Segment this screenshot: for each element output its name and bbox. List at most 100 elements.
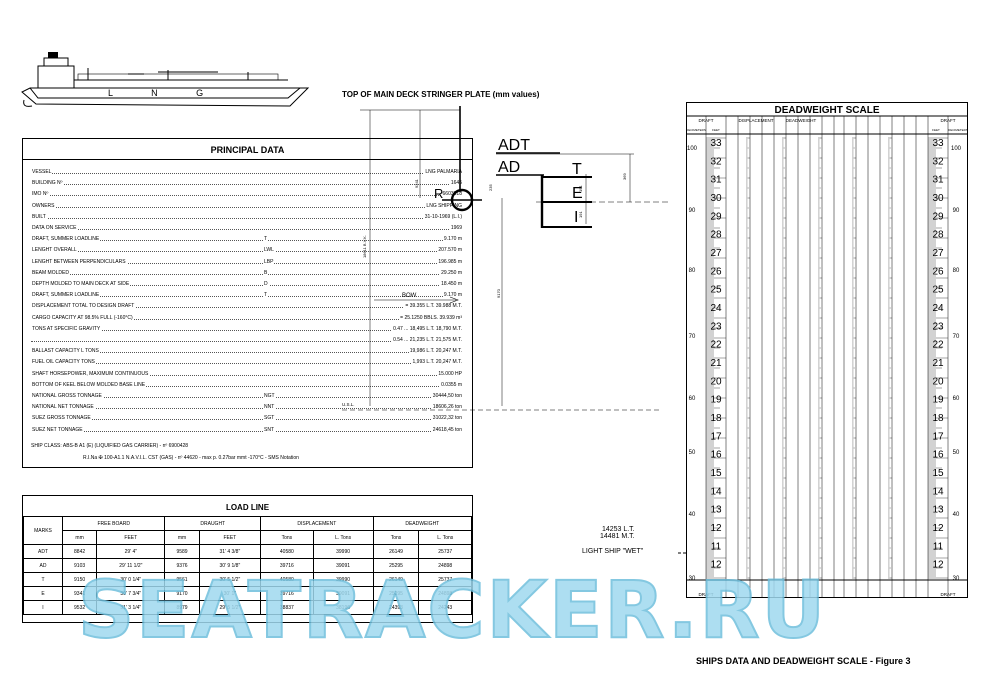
decimeter-label: 30 [953, 576, 960, 582]
value-cell: 31' 4 3/8" [198, 544, 262, 559]
light-ship-mt: 14481 M.T. [600, 533, 635, 540]
load-line-box: LOAD LINE MARKS FREE BOARD DRAUGHT DISPL… [22, 495, 473, 623]
dot-leader [31, 408, 463, 410]
row-label: DATA ON SERVICE [31, 223, 78, 233]
value-cell: 9532 [61, 600, 98, 615]
principal-row: BUILDING Nº 1645 [31, 178, 463, 189]
principal-data-title: PRINCIPAL DATA [210, 145, 285, 155]
row-value: 196.985 m [437, 256, 463, 267]
feet-label: 30 [932, 193, 944, 204]
load-line-title: LOAD LINE [225, 503, 270, 512]
row-symbol: SGT [263, 413, 276, 424]
row-value: 6603618 [441, 189, 463, 200]
row-label: SUEZ NET TONNAGE [31, 424, 84, 435]
row-symbol: LWL [263, 245, 275, 256]
value-cell: 25737 [418, 544, 472, 559]
dot-leader [31, 273, 463, 275]
ship-profile-drawing: L N G [21, 52, 310, 107]
row-value: 15.000 HP [437, 368, 463, 379]
col-subheader: FEET [932, 128, 940, 132]
value-cell: 38837 [260, 600, 314, 615]
feet-label: 14 [932, 486, 944, 497]
dim-label: 235 [488, 184, 493, 191]
feet-label: 20 [710, 376, 722, 387]
value-cell: 9589 [164, 544, 200, 559]
row-label: TONS AT SPECIFIC GRAVITY [31, 323, 102, 334]
row-label: BUILDING Nº [31, 178, 64, 189]
row-label: VESSEL [31, 167, 53, 177]
mark-t: T [572, 161, 582, 178]
feet-label: 28 [932, 230, 944, 241]
row-value: 0.54 ... 21,235 L.T. 21,575 M.T. [392, 335, 463, 345]
dot-leader [31, 240, 463, 242]
row-symbol: T [263, 234, 269, 245]
dot-leader [31, 251, 463, 253]
row-label: BOTTOM OF KEEL BELOW MOLDED BASE LINE [31, 379, 147, 390]
group-header: FREE BOARD [61, 516, 166, 531]
dim-label: 191 [578, 185, 583, 192]
mark-r: R [434, 186, 443, 201]
dot-leader [31, 430, 463, 432]
feet-label: 12 [932, 523, 944, 534]
mark-e: E [572, 185, 583, 202]
dot-leader [31, 385, 463, 387]
feet-label: 29 [932, 211, 944, 222]
dot-leader [31, 195, 463, 197]
group-header: DEADWEIGHT [372, 516, 473, 531]
col-subheader: DECIMETERS [948, 128, 968, 132]
dot-leader [31, 206, 463, 208]
row-label: DRAFT, SUMMER LOADLINE [31, 234, 101, 245]
mark-cell: AD [23, 558, 63, 573]
row-value: 9.170 m [442, 234, 463, 245]
feet-label: 24 [710, 303, 722, 314]
decimeter-label: 50 [689, 450, 696, 456]
dot-leader [31, 307, 463, 309]
feet-label: 27 [710, 248, 722, 259]
row-symbol: D [263, 279, 269, 289]
row-value: 1645 [449, 178, 463, 189]
value-cell: 29' 4" [96, 544, 166, 559]
row-label: BALLAST CAPACITY L TONS [31, 346, 100, 357]
row-label: BEAM MOLDED [31, 267, 70, 278]
row-label: LENGHT OVERALL [31, 245, 78, 256]
feet-label: 12 [932, 560, 944, 571]
dim-label: 18611 B.V.K. [362, 235, 367, 258]
row-symbol: T [263, 290, 269, 301]
feet-label: 31 [710, 175, 722, 186]
principal-row: CARGO CAPACITY AT 98.5% FULL (-160°C)= 2… [31, 312, 463, 323]
feet-label: 23 [710, 321, 722, 332]
feet-label: 31 [932, 175, 944, 186]
feet-label: 15 [710, 468, 722, 479]
watermark-text: SEATRACKER.RU [77, 565, 827, 657]
dim-label: 191 [578, 211, 583, 218]
usl-label: U.S.L. [342, 402, 355, 407]
dot-leader [31, 285, 463, 286]
decimeter-label: 100 [687, 146, 698, 152]
feet-label: 18 [932, 413, 944, 424]
col-subheader: DECIMETERS [686, 128, 706, 132]
rina-notation: R.I.Na ✠ 100-A1.1 N.A.V.I.L. CST (GAS) -… [83, 455, 299, 461]
mark-adt: ADT [498, 137, 530, 154]
row-symbol: NNT [263, 402, 276, 413]
row-label: DISPLACEMENT TOTAL TO DESIGN DRAFT [31, 301, 136, 312]
mark-cell: E [23, 586, 63, 601]
row-value: 1,993 L.T. 20,247 M.T. [411, 357, 463, 368]
row-label: IMO Nº [31, 189, 50, 200]
ship-class: SHIP CLASS: ABS-B A1 (E) (LIQUIFIED GAS … [31, 443, 189, 449]
value-cell: 24243 [418, 600, 472, 615]
feet-label: 12 [710, 523, 722, 534]
decimeter-label: 80 [953, 268, 960, 274]
bow-label: BOW [402, 293, 417, 299]
row-label: BUILT [31, 211, 47, 222]
col-header: DEADWEIGHT [786, 118, 817, 123]
